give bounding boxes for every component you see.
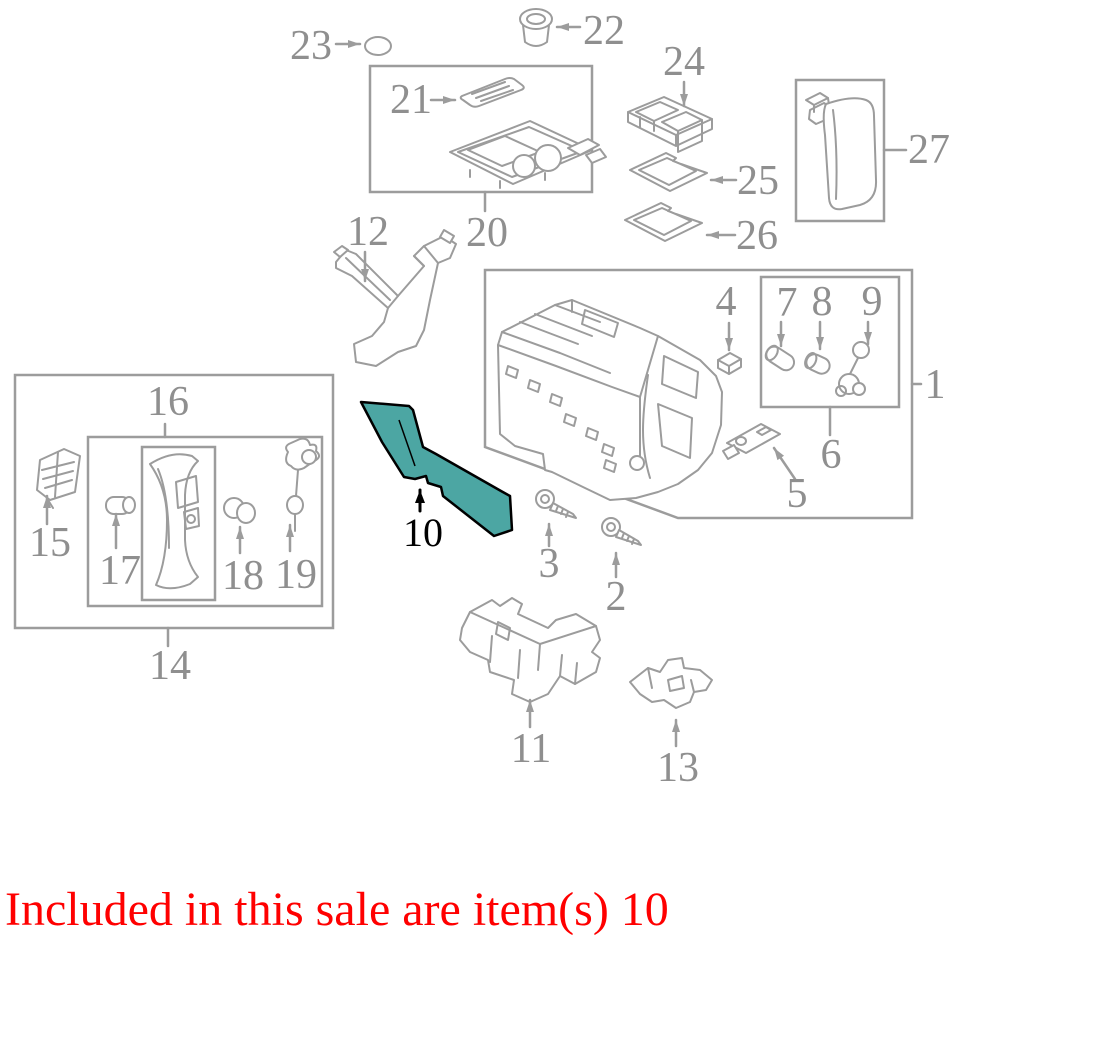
part-16-finish-panel	[149, 453, 200, 590]
group-box-16	[86, 435, 324, 608]
callout-label-20: 20	[466, 210, 508, 256]
callout-label-11: 11	[510, 726, 552, 772]
part-2-screw	[601, 517, 642, 546]
callout-label-24: 24	[663, 39, 705, 85]
part-17-bulb	[105, 496, 136, 515]
part-22-cup-insert	[519, 8, 553, 47]
callout-label-12: 12	[347, 209, 389, 255]
callout-label-23: 23	[290, 23, 332, 69]
part-8-bulb	[804, 352, 831, 375]
callout-label-8: 8	[811, 279, 833, 325]
callout-arrows	[43, 23, 872, 748]
part-7-bulb	[764, 344, 796, 372]
part-10-highlighted-finish-panel	[359, 400, 514, 538]
callout-label-14: 14	[149, 643, 191, 689]
callout-label-19: 19	[275, 552, 317, 598]
group-box-16-panel	[140, 445, 217, 602]
group-box-1	[483, 268, 914, 520]
sale-note: Included in this sale are item(s) 10	[5, 883, 669, 936]
callout-label-4: 4	[715, 279, 737, 325]
part-20-tray	[449, 120, 607, 189]
callout-label-2: 2	[605, 574, 627, 620]
callout-label-17: 17	[99, 548, 141, 594]
part-15-vent	[36, 448, 81, 509]
callout-label-7: 7	[776, 280, 798, 326]
part-11-bracket	[459, 597, 601, 703]
diagram-artwork	[13, 8, 923, 748]
part-18-knob	[223, 497, 256, 524]
group-box-14	[13, 373, 335, 630]
callout-label-15: 15	[29, 520, 71, 566]
callout-label-26: 26	[736, 213, 778, 259]
callout-label-13: 13	[657, 745, 699, 791]
part-4-clip	[717, 352, 742, 375]
group-box-20	[368, 64, 594, 194]
part-24-pocket	[627, 96, 713, 153]
callout-label-25: 25	[737, 158, 779, 204]
callout-label-21: 21	[390, 77, 432, 123]
part-3-screw	[535, 489, 577, 519]
part-21-mat	[459, 77, 525, 108]
part-23-ring	[364, 36, 392, 56]
part-19-cable-clip	[285, 437, 320, 532]
center-console-drawing	[497, 299, 723, 501]
part-5-outlet-plate	[722, 423, 781, 460]
part-27-panel	[805, 92, 878, 211]
callout-label-9: 9	[861, 279, 883, 325]
callout-label-22: 22	[583, 8, 625, 54]
part-13-bracket	[629, 657, 713, 709]
connector-ticks	[163, 148, 923, 648]
callout-label-5: 5	[786, 471, 808, 517]
part-9-socket	[835, 341, 870, 397]
callout-label-6: 6	[820, 432, 842, 478]
part-26-mat	[624, 202, 703, 242]
callout-label-3: 3	[538, 541, 560, 587]
callout-label-18: 18	[222, 553, 264, 599]
callout-label-1: 1	[924, 362, 946, 408]
callout-label-27: 27	[908, 127, 950, 173]
callout-label-10-highlighted: 10	[403, 510, 443, 555]
callout-label-16: 16	[147, 379, 189, 425]
part-25-mat	[629, 152, 708, 192]
